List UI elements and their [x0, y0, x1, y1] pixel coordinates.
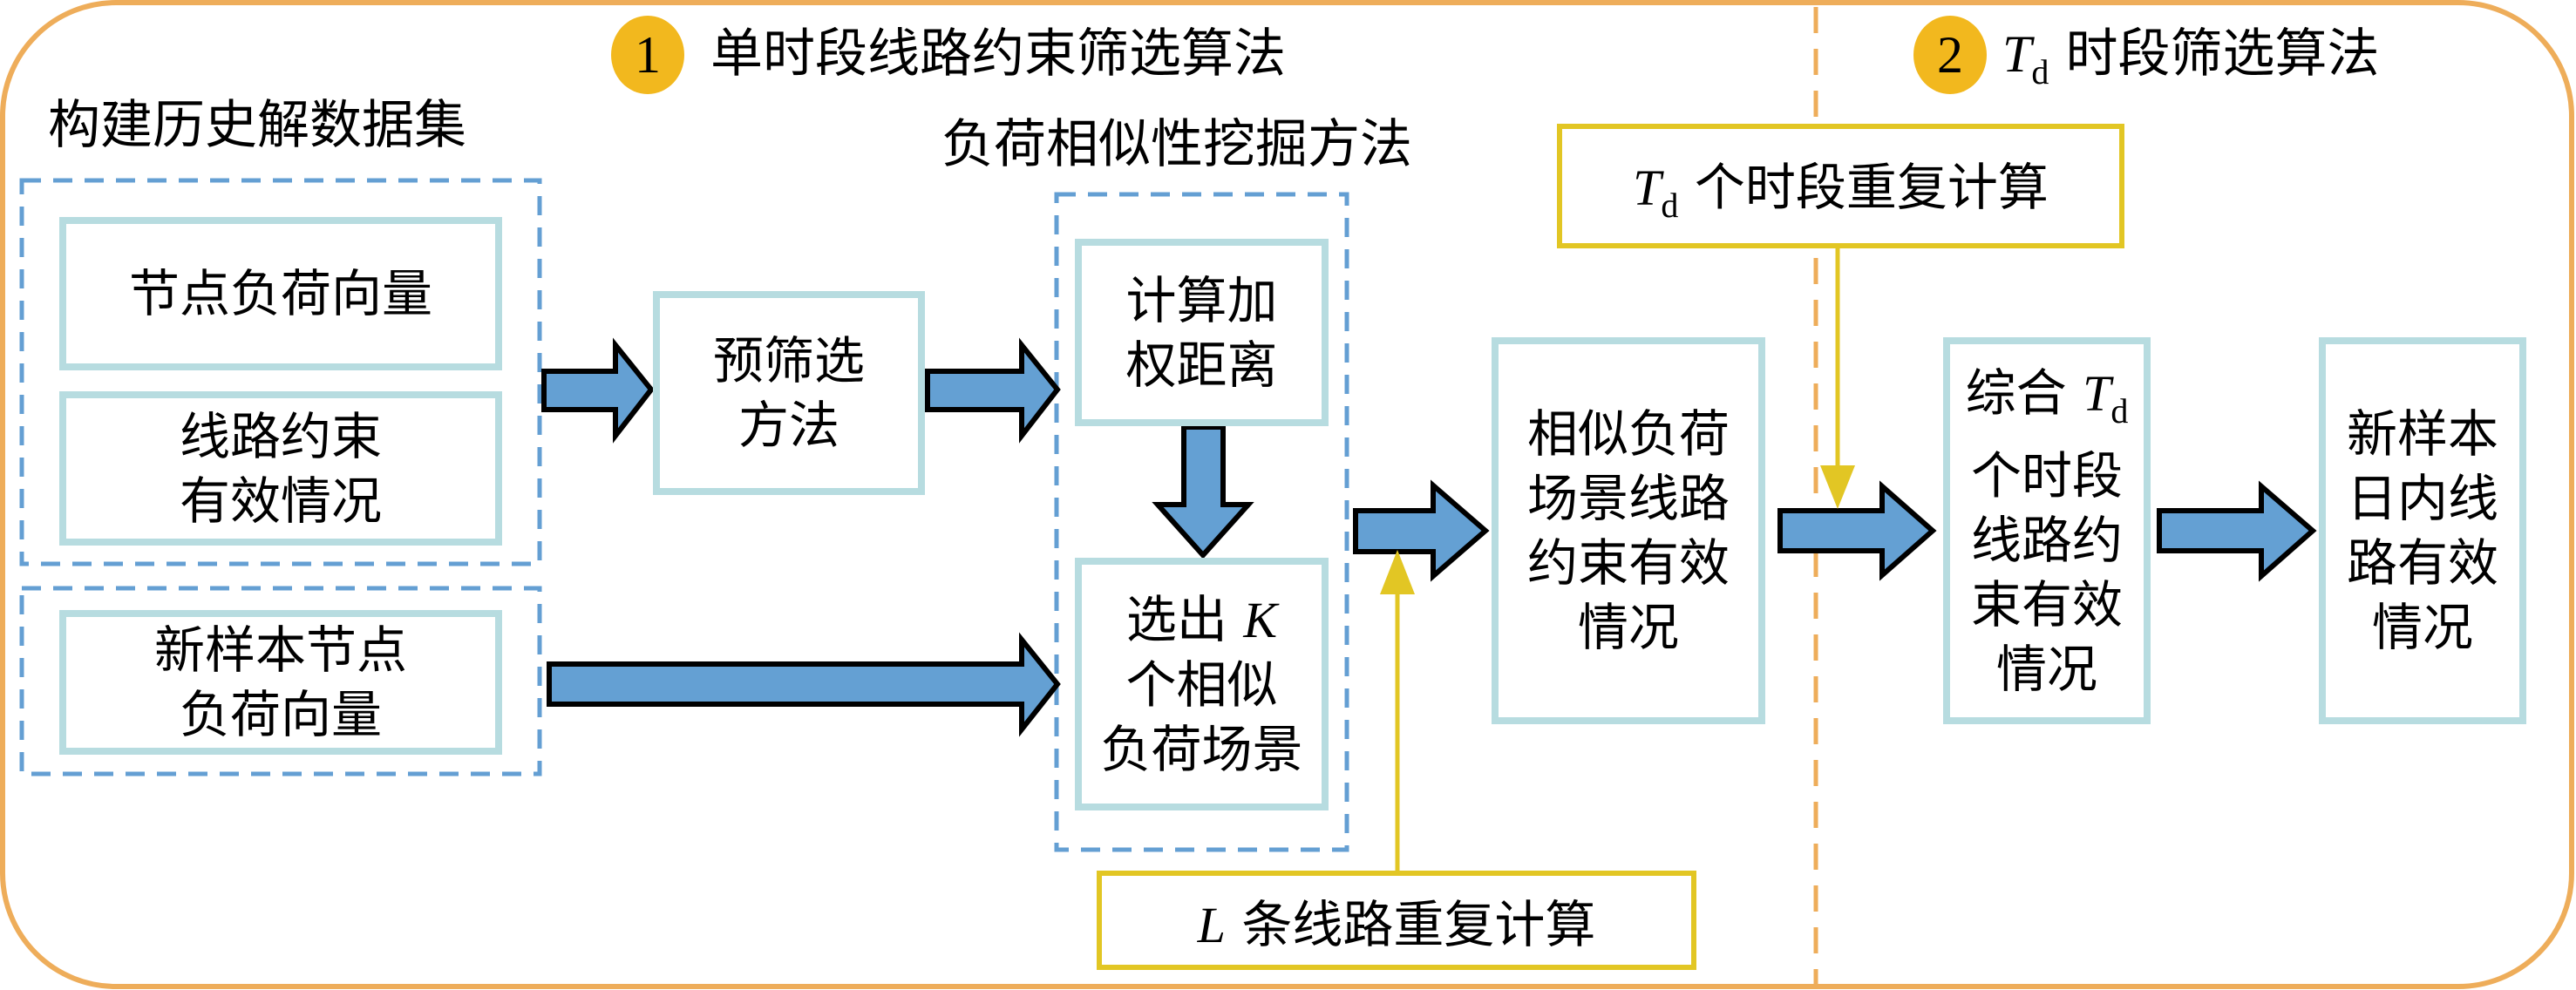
arrow-prescreen-to-distance	[925, 337, 1061, 444]
periods-repeat-box: Td 个时段重复计算	[1557, 124, 2124, 248]
pre-screening-label: 预筛选 方法	[712, 331, 865, 455]
history-dataset-label: 构建历史解数据集	[48, 95, 466, 156]
history-dataset-group	[19, 178, 542, 566]
select-k-var: K	[1243, 591, 1278, 648]
combine-periods-label: 综合 Td 个时段 线路约 束有效 情况	[1966, 361, 2129, 702]
similar-scene-status-label: 相似负荷 场景线路 约束有效 情况	[1526, 404, 1730, 657]
intraday-status-box: 新样本 日内线 路有效 情况	[2319, 337, 2526, 724]
lines-repeat-var: L	[1197, 897, 1226, 953]
node-load-vector-box: 节点负荷向量	[59, 217, 502, 370]
arrow-to-intraday	[2157, 480, 2317, 582]
arrow-to-similar-status	[1353, 479, 1490, 582]
combine-rest: 个时段 线路约 束有效 情况	[1970, 445, 2123, 699]
select-k-rest: 个相似 负荷场景	[1100, 654, 1303, 779]
similarity-mining-label: 负荷相似性挖掘方法	[941, 114, 1412, 175]
combine-var: T	[2083, 364, 2111, 422]
lines-repeat-text: 条线路重复计算	[1241, 895, 1596, 954]
stage2-title-var: T	[2002, 25, 2032, 83]
line-constraint-status-box: 线路约束 有效情况	[59, 391, 502, 546]
select-k-prefix: 选出	[1125, 589, 1227, 649]
select-k-label: 选出 K 个相似 负荷场景	[1100, 587, 1302, 782]
new-sample-load-box: 新样本节点 负荷向量	[59, 610, 502, 755]
arrow-new-sample-to-select	[547, 632, 1061, 737]
combine-prefix: 综合	[1965, 363, 2067, 423]
stage2-badge: 2	[1913, 16, 1987, 94]
lines-repeat-label: L 条线路重复计算	[1198, 884, 1596, 957]
stage2-title-text: 时段筛选算法	[2065, 24, 2380, 85]
pre-screening-box: 预筛选 方法	[653, 291, 925, 495]
lines-loop-arrowhead	[1380, 550, 1415, 594]
stage1-title: 单时段线路约束筛选算法	[710, 24, 1286, 85]
arrow-history-to-prescreen	[541, 337, 655, 444]
stage2-title-sub: d	[2031, 52, 2049, 92]
periods-repeat-label: Td 个时段重复计算	[1633, 146, 2049, 226]
stage1-badge: 1	[611, 16, 684, 94]
weighted-distance-label: 计算加 权距离	[1125, 270, 1278, 395]
lines-repeat-box: L 条线路重复计算	[1097, 871, 1696, 970]
periods-loop-arrowhead	[1820, 465, 1855, 509]
similar-scene-status-box: 相似负荷 场景线路 约束有效 情况	[1492, 337, 1765, 724]
line-constraint-status-label: 线路约束 有效情况	[179, 406, 382, 531]
periods-repeat-sub: d	[1661, 186, 1679, 225]
arrow-distance-to-select	[1152, 424, 1254, 559]
weighted-distance-box: 计算加 权距离	[1075, 239, 1329, 426]
combine-periods-box: 综合 Td 个时段 线路约 束有效 情况	[1943, 337, 2151, 724]
node-load-vector-label: 节点负荷向量	[128, 264, 432, 323]
combine-sub: d	[2110, 390, 2129, 431]
new-sample-load-label: 新样本节点 负荷向量	[153, 620, 407, 744]
periods-repeat-var: T	[1633, 159, 1662, 216]
new-sample-group	[19, 586, 542, 776]
intraday-status-label: 新样本 日内线 路有效 情况	[2346, 404, 2498, 657]
arrow-to-combine	[1777, 480, 1937, 581]
stage2-title: Td 时段筛选算法	[2002, 26, 2379, 100]
periods-repeat-text: 个时段重复计算	[1694, 158, 2049, 217]
select-k-box: 选出 K 个相似 负荷场景	[1075, 558, 1329, 810]
